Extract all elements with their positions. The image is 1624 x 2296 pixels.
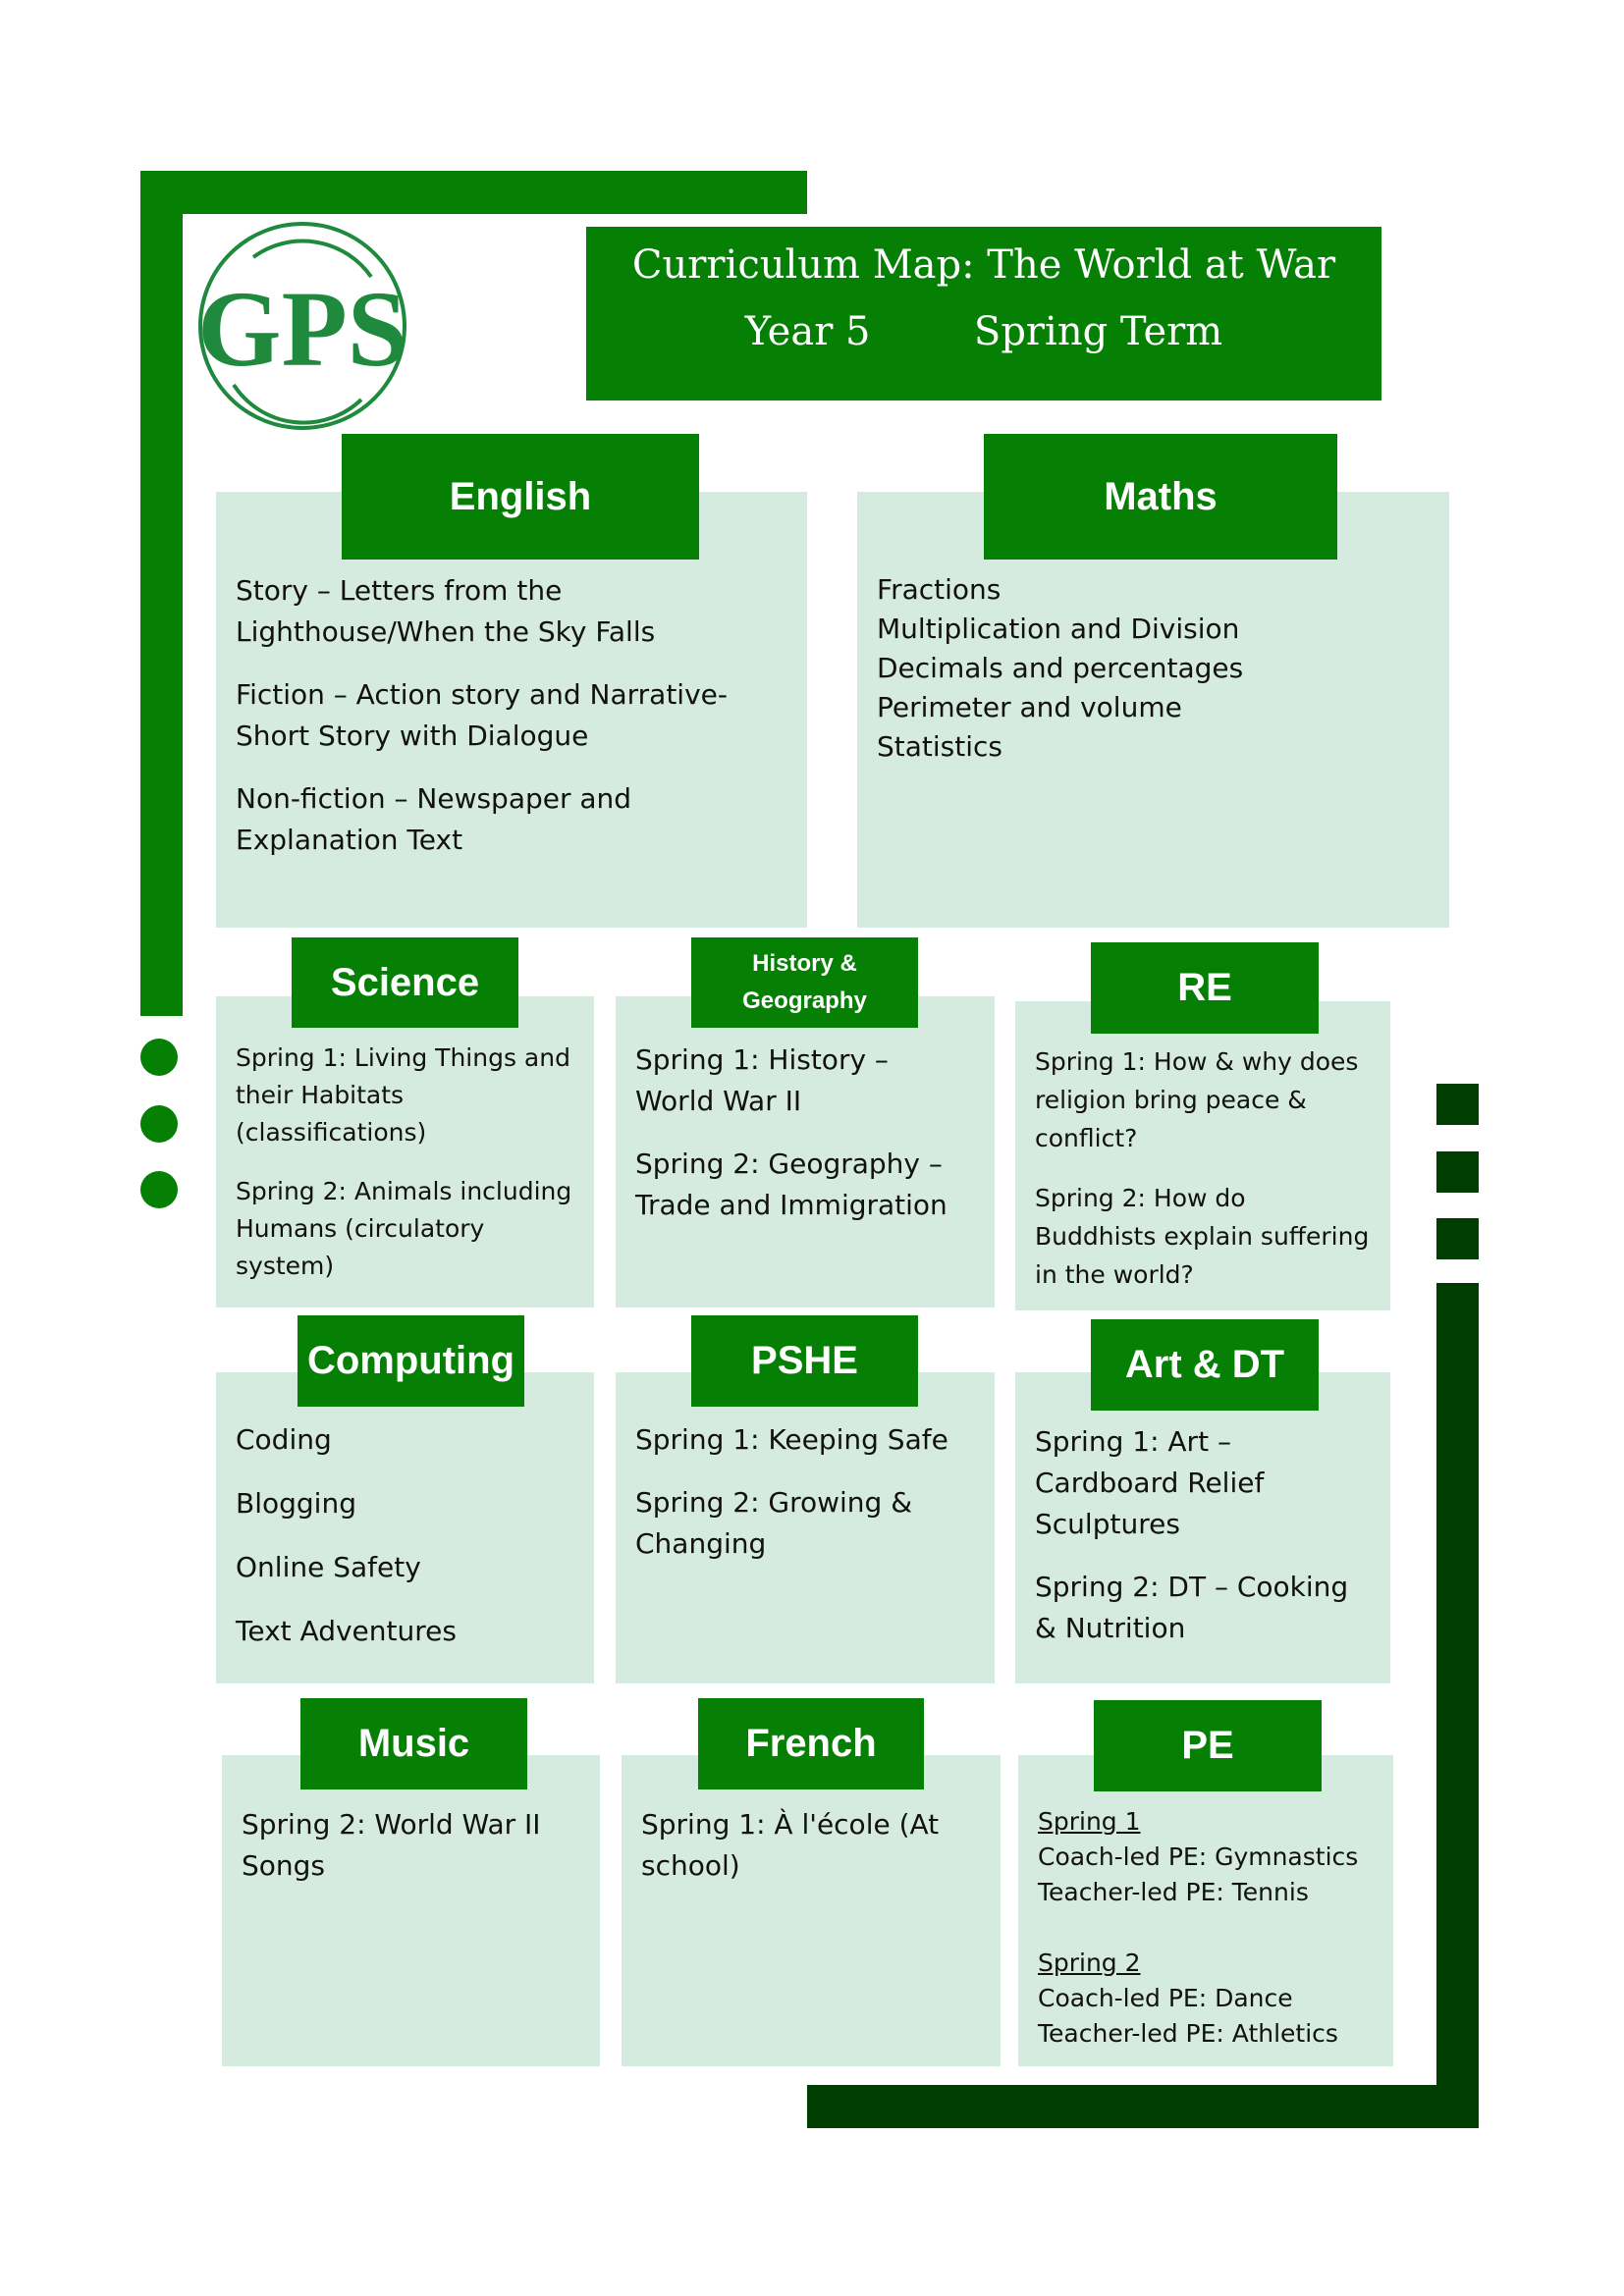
term-label: Spring Term <box>973 309 1223 354</box>
right-frame-bar <box>1436 1283 1479 2128</box>
maths-header: Maths <box>984 434 1337 560</box>
art-dt-panel: Spring 1: Art – Cardboard Relief Sculptu… <box>1015 1372 1390 1683</box>
maths-item: Perimeter and volume <box>877 691 1182 723</box>
logo-lettering: GPS <box>197 269 407 389</box>
maths-panel: Fractions Multiplication and Division De… <box>857 492 1449 928</box>
computing-panel: Coding Blogging Online Safety Text Adven… <box>216 1372 594 1683</box>
pe-item: Teacher-led PE: Athletics <box>1038 2019 1338 2048</box>
science-item: Spring 1: Living Things and their Habita… <box>236 1043 570 1147</box>
pshe-item: Spring 1: Keeping Safe <box>635 1423 948 1456</box>
bottom-frame-bar <box>807 2085 1479 2128</box>
music-panel: Spring 2: World War II Songs <box>222 1755 600 2066</box>
decorative-dot <box>140 1171 178 1208</box>
re-item: Spring 1: How & why does religion bring … <box>1035 1047 1359 1152</box>
maths-item: Multiplication and Division <box>877 613 1240 645</box>
english-item: Fiction – Action story and Narrative- Sh… <box>236 678 728 752</box>
pe-header: PE <box>1094 1700 1322 1791</box>
school-logo: GPS <box>197 222 407 430</box>
french-item: Spring 1: À l'école (At school) <box>641 1808 940 1882</box>
science-header: Science <box>292 937 518 1028</box>
pe-panel: Spring 1 Coach-led PE: Gymnastics Teache… <box>1018 1755 1393 2066</box>
computing-item: Coding <box>236 1423 332 1456</box>
english-item: Non-fiction – Newspaper and Explanation … <box>236 782 632 856</box>
page-title: Curriculum Map: The World at War <box>631 242 1336 288</box>
music-header: Music <box>300 1698 527 1789</box>
re-panel: Spring 1: How & why does religion bring … <box>1015 1001 1390 1310</box>
music-item: Spring 2: World War II Songs <box>242 1808 541 1882</box>
decorative-square <box>1436 1084 1479 1125</box>
decorative-square <box>1436 1218 1479 1259</box>
re-item: Spring 2: How do Buddhists explain suffe… <box>1035 1184 1370 1289</box>
history-item: Spring 1: History – World War II <box>635 1043 889 1117</box>
pe-item: Coach-led PE: Dance <box>1038 1984 1293 2012</box>
pe-item: Coach-led PE: Gymnastics <box>1038 1842 1359 1871</box>
decorative-dot <box>140 1105 178 1143</box>
dt-item: Spring 2: DT – Cooking & Nutrition <box>1035 1571 1349 1644</box>
history-geography-header: History & Geography <box>691 937 918 1028</box>
pshe-panel: Spring 1: Keeping Safe Spring 2: Growing… <box>616 1372 995 1683</box>
pe-spring1-heading: Spring 1 <box>1038 1807 1141 1836</box>
science-item: Spring 2: Animals including Humans (circ… <box>236 1177 572 1280</box>
pe-item: Teacher-led PE: Tennis <box>1038 1878 1309 1906</box>
decorative-dot <box>140 1039 178 1076</box>
french-header: French <box>698 1698 924 1789</box>
maths-item: Statistics <box>877 730 1002 763</box>
top-frame-bar <box>140 171 807 214</box>
computing-item: Blogging <box>236 1487 356 1520</box>
english-panel: Story – Letters from the Lighthouse/When… <box>216 492 807 928</box>
pshe-header: PSHE <box>691 1315 918 1407</box>
pe-spring2-heading: Spring 2 <box>1038 1949 1141 1977</box>
year-label: Year 5 <box>744 309 871 354</box>
title-banner: Curriculum Map: The World at War Year 5 … <box>586 227 1381 400</box>
geography-item: Spring 2: Geography – Trade and Immigrat… <box>635 1148 947 1221</box>
art-dt-header: Art & DT <box>1091 1319 1319 1411</box>
maths-item: Fractions <box>877 573 1001 606</box>
decorative-square <box>1436 1151 1479 1193</box>
art-item: Spring 1: Art – Cardboard Relief Sculptu… <box>1035 1425 1265 1540</box>
english-item: Story – Letters from the Lighthouse/When… <box>236 574 656 648</box>
computing-item: Online Safety <box>236 1551 421 1583</box>
left-frame-bar <box>140 171 183 1016</box>
pshe-item: Spring 2: Growing & Changing <box>635 1486 913 1560</box>
computing-header: Computing <box>298 1315 524 1407</box>
english-header: English <box>342 434 699 560</box>
french-panel: Spring 1: À l'école (At school) <box>622 1755 1001 2066</box>
computing-item: Text Adventures <box>236 1615 457 1647</box>
science-panel: Spring 1: Living Things and their Habita… <box>216 996 594 1308</box>
maths-item: Decimals and percentages <box>877 652 1244 684</box>
re-header: RE <box>1091 942 1319 1034</box>
history-geography-panel: Spring 1: History – World War II Spring … <box>616 996 995 1308</box>
